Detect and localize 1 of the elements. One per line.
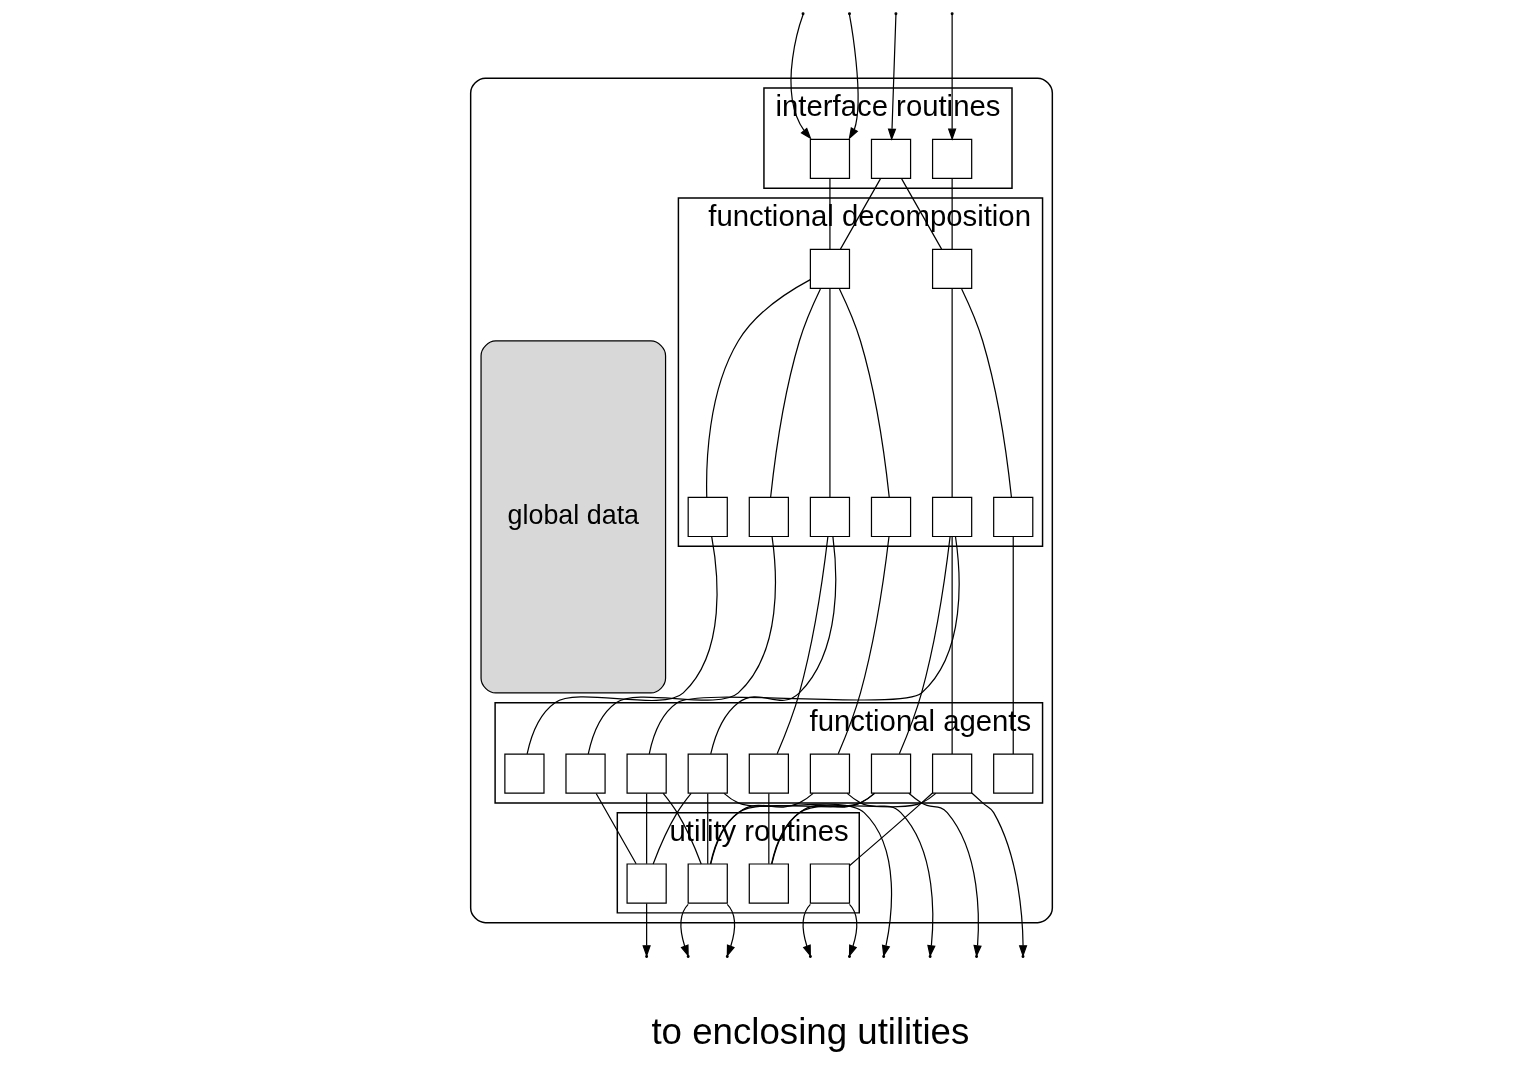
- label: to enclosing utilities: [651, 1011, 970, 1053]
